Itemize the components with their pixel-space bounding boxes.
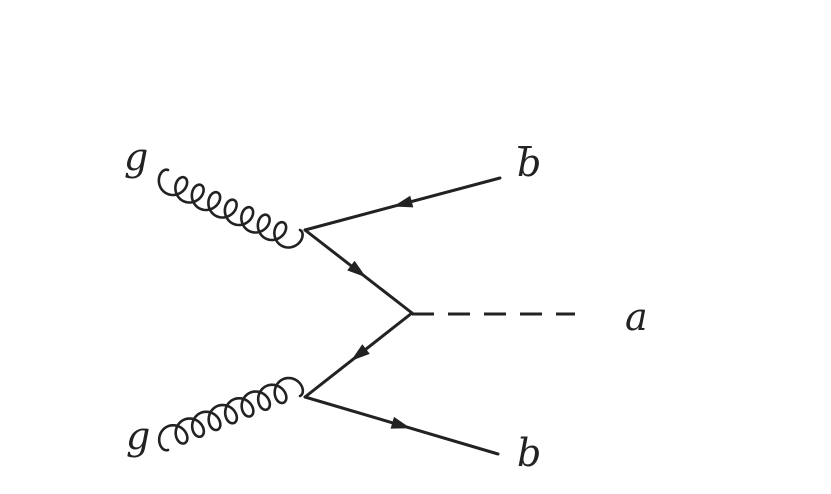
label-quark: b — [517, 431, 541, 475]
gluon-line-top — [157, 168, 304, 249]
label-gluon-top: g — [124, 135, 148, 179]
arrow-propagator-lower — [350, 344, 370, 361]
label-scalar: a — [625, 295, 648, 339]
label-antiquark: b — [517, 141, 541, 185]
gluon-line-bottom — [157, 376, 305, 452]
arrow-antiquark — [393, 195, 414, 208]
label-gluon-bottom: g — [126, 414, 150, 458]
arrow-propagator-upper — [347, 260, 367, 278]
arrow-quark — [390, 416, 411, 429]
